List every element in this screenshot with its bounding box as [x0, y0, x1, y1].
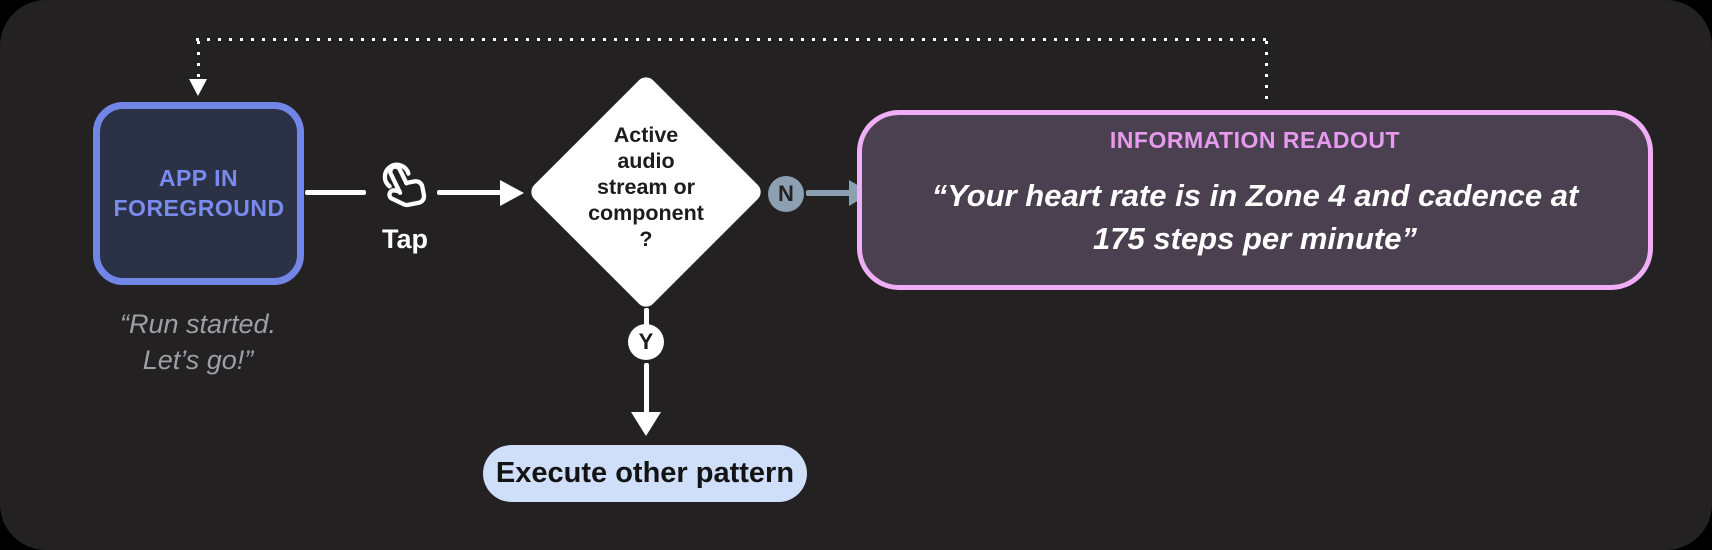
readout-title: INFORMATION READOUT — [1109, 127, 1401, 153]
readout-quote: “Your heart rate is in Zone 4 and cadenc… — [862, 174, 1648, 260]
connector-diamond-to-yes — [644, 308, 649, 326]
feedback-dotted-line-right — [1265, 41, 1268, 107]
decision-line-1: Active — [613, 123, 679, 147]
feedback-dotted-line-left — [197, 41, 200, 78]
decision-line-2: audio — [617, 149, 675, 173]
decision-text: Active audio stream or component ? — [546, 122, 746, 252]
execute-label: Execute other pattern — [495, 457, 795, 489]
readout-quote-line-1: “Your heart rate is in Zone 4 and cadenc… — [931, 178, 1579, 213]
information-readout-node: INFORMATION READOUT “Your heart rate is … — [857, 110, 1653, 290]
arrow-tap-to-decision-shaft — [437, 190, 503, 195]
feedback-dotted-line-top — [196, 38, 1268, 41]
branch-no-label: N — [778, 181, 794, 206]
decision-line-4: component — [588, 201, 704, 225]
branch-no-badge: N — [768, 176, 804, 212]
arrow-yes-to-execute-shaft — [644, 363, 649, 414]
arrow-tap-to-decision-head — [500, 180, 524, 206]
caption-line-1: “Run started. — [119, 309, 277, 339]
touch-app-icon — [382, 162, 427, 208]
app-foreground-node: APP IN FOREGROUND — [93, 102, 304, 285]
execute-other-pattern-node: Execute other pattern — [483, 445, 807, 502]
arrow-yes-to-execute-head — [631, 412, 661, 436]
readout-quote-line-2: 175 steps per minute” — [1093, 221, 1417, 256]
app-voice-caption: “Run started. Let’s go!” — [63, 306, 333, 378]
decision-line-3: stream or — [597, 175, 695, 199]
app-foreground-label: APP IN FOREGROUND — [113, 164, 285, 221]
caption-line-2: Let’s go!” — [142, 345, 254, 375]
branch-yes-label: Y — [638, 329, 654, 354]
feedback-arrowhead-down-icon — [189, 79, 207, 96]
arrow-no-to-readout-shaft — [806, 190, 852, 196]
arrow-app-to-tap — [305, 190, 366, 195]
tap-label: Tap — [382, 224, 428, 254]
decision-line-5: ? — [639, 227, 653, 251]
branch-yes-badge: Y — [628, 324, 664, 360]
